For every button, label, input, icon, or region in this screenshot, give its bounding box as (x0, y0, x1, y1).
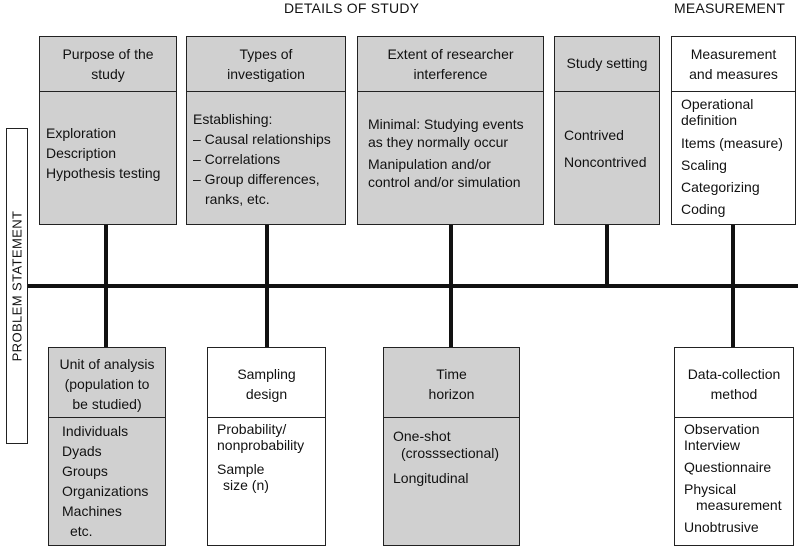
unit-of-analysis-box: Unit of analysis (population to be studi… (48, 347, 166, 546)
list-item: Minimal: Studying events (368, 116, 524, 132)
box-divider (675, 417, 793, 418)
list-item: Noncontrived (564, 154, 647, 170)
list-item: – Correlations (193, 151, 281, 167)
list-item: – Causal relationships (193, 131, 331, 147)
types-of-investigation-items: Establishing: – Causal relationships – C… (193, 109, 331, 209)
list-item: One-shot (393, 428, 451, 444)
box-divider (358, 91, 543, 92)
list-item: etc. (70, 523, 93, 539)
list-item: Questionnaire (684, 459, 772, 475)
list-item: Coding (681, 201, 726, 217)
list-item: Categorizing (681, 179, 760, 195)
list-item: Longitudinal (393, 470, 469, 486)
list-item: Exploration (46, 125, 117, 141)
time-horizon-box: Time horizon One-shot (crosssectional) L… (383, 347, 520, 546)
purpose-of-study-box: Purpose of the study Exploration Descrip… (39, 36, 177, 225)
list-item: Individuals (62, 423, 129, 439)
main-axis-line (28, 284, 798, 288)
list-item: Sample (217, 461, 265, 477)
extent-of-interference-box: Extent of researcher interference Minima… (357, 36, 544, 225)
study-setting-title: Study setting (566, 55, 648, 71)
time-horizon-items: One-shot (crosssectional) Longitudinal (393, 428, 499, 487)
data-collection-method-box: Data-collection method Observation Inter… (674, 347, 794, 546)
unit-of-analysis-items: Individuals Dyads Groups Organizations M… (62, 421, 148, 541)
list-item: definition (681, 112, 738, 128)
study-setting-box: Study setting Contrived Noncontrived (554, 36, 660, 225)
list-item: Machines (62, 503, 122, 519)
box-divider (208, 417, 325, 418)
study-setting-items: Contrived Noncontrived (564, 125, 647, 172)
connector-types-sampling (265, 224, 269, 348)
measurement-and-measures-title: Measurement and measures (689, 46, 778, 82)
list-item: – Group differences, (193, 171, 320, 187)
list-item: Hypothesis testing (46, 165, 161, 181)
list-item: Items (measure) (681, 135, 783, 151)
list-item: size (n) (223, 477, 269, 493)
time-horizon-title: Time horizon (428, 366, 475, 402)
list-item: Groups (62, 463, 108, 479)
list-item: Establishing: (193, 111, 273, 127)
list-item: as they normally occur (368, 134, 509, 150)
box-divider (555, 91, 659, 92)
header-details-of-study: DETAILS OF STUDY (284, 0, 420, 16)
list-item: Organizations (62, 483, 149, 499)
list-item: Dyads (62, 443, 102, 459)
list-item: Interview (684, 437, 741, 453)
list-item: Manipulation and/or (368, 156, 491, 172)
connector-setting (605, 224, 609, 286)
list-item: nonprobability (217, 437, 305, 453)
problem-statement-label: PROBLEM STATEMENT (9, 210, 25, 362)
list-item: Contrived (564, 127, 624, 143)
list-item: Description (46, 145, 117, 161)
purpose-of-study-items: Exploration Description Hypothesis testi… (46, 123, 160, 183)
list-item: control and/or simulation (368, 174, 521, 190)
list-item: (crosssectional) (401, 445, 500, 461)
list-item: Physical (684, 481, 737, 497)
data-collection-method-items: Observation Interview Questionnaire Phys… (684, 421, 782, 535)
types-of-investigation-title: Types of investigation (227, 46, 305, 82)
list-item: Scaling (681, 157, 727, 173)
connector-measures-datacollection (731, 224, 735, 348)
box-divider (187, 91, 345, 92)
list-item: measurement (696, 497, 782, 513)
sampling-design-items: Probability/ nonprobability Sample size … (217, 421, 304, 493)
list-item: Operational (681, 96, 754, 112)
measurement-and-measures-items: Operational definition Items (measure) S… (681, 96, 783, 220)
unit-of-analysis-title: Unit of analysis (population to be studi… (59, 356, 155, 412)
box-divider (49, 417, 165, 418)
list-item: Unobtrusive (684, 519, 759, 535)
list-item: ranks, etc. (205, 191, 270, 207)
connector-purpose-unit (104, 224, 108, 348)
box-divider (40, 91, 176, 92)
connector-extent-time (449, 224, 453, 348)
box-divider (672, 91, 795, 92)
problem-statement-box: PROBLEM STATEMENT (6, 128, 28, 444)
header-measurement: MEASUREMENT (674, 0, 786, 16)
purpose-of-study-title: Purpose of the study (62, 46, 154, 82)
box-divider (384, 417, 519, 418)
sampling-design-title: Sampling design (237, 366, 296, 402)
extent-of-interference-items: Minimal: Studying events as they normall… (368, 115, 524, 191)
sampling-design-box: Sampling design Probability/ nonprobabil… (207, 347, 326, 546)
data-collection-method-title: Data-collection method (687, 366, 781, 402)
types-of-investigation-box: Types of investigation Establishing: – C… (186, 36, 346, 225)
measurement-and-measures-box: Measurement and measures Operational def… (671, 36, 796, 225)
list-item: Probability/ (217, 421, 287, 437)
list-item: Observation (684, 421, 760, 437)
extent-of-interference-title: Extent of researcher interference (387, 46, 514, 82)
